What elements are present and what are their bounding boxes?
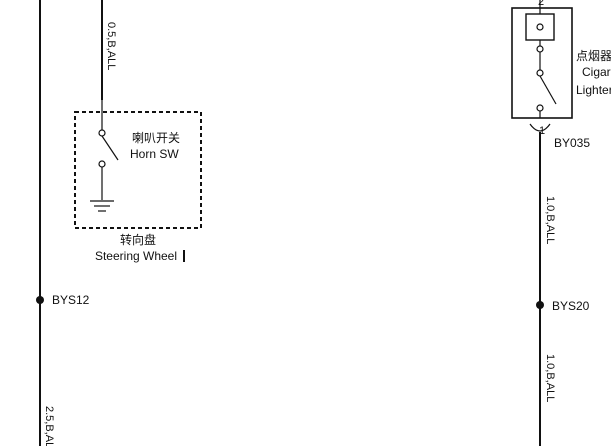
cigar-lighter-element-contact <box>536 23 544 31</box>
steering-wheel-label-en: Steering Wheel <box>95 249 177 263</box>
connector-label-by035: BY035 <box>554 136 590 150</box>
text-cursor <box>183 250 185 262</box>
horn-switch-label-cn: 喇叭开关 <box>132 130 180 145</box>
splice-dot-bys12 <box>36 296 44 304</box>
ground-icon <box>90 200 114 212</box>
connector-pin-bottom: 1 <box>539 125 545 137</box>
cigar-lighter-switch-lever <box>539 75 557 105</box>
horn-switch-label-en: Horn SW <box>130 147 179 161</box>
horn-switch-contact-bottom <box>98 160 106 168</box>
splice-label-bys12: BYS12 <box>52 293 90 307</box>
steering-wheel-box <box>74 111 202 229</box>
steering-wheel-label-cn: 转向盘 <box>120 232 156 247</box>
cigar-lighter-label-en-2: Lighter <box>576 83 611 97</box>
wire-label-cig-lower: 1.0,B,ALL <box>544 354 556 402</box>
wire-label-cig-upper: 1.0,B,ALL <box>544 196 556 244</box>
wire-label-left-bottom: 2.5,B,ALL <box>43 406 55 446</box>
cigar-lighter-contact-top <box>536 45 544 53</box>
splice-label-bys20: BYS20 <box>552 299 590 313</box>
horn-switch-lever <box>101 135 119 161</box>
cigar-lighter-contact-bottom <box>536 104 544 112</box>
wire-label-horn-feed: 0.5,B,ALL <box>105 22 117 70</box>
cigar-lighter-label-en-1: Cigar <box>582 65 611 79</box>
cigar-lighter-pin-top: 2 <box>538 0 544 8</box>
splice-dot-bys20 <box>536 301 544 309</box>
horn-switch-contact-top <box>98 129 106 137</box>
cigar-lighter-label-cn: 点烟器 <box>576 49 611 63</box>
connector-by035-icon <box>529 123 551 132</box>
cigar-lighter-box <box>511 7 573 119</box>
cigar-lighter-contact-mid <box>536 69 544 77</box>
